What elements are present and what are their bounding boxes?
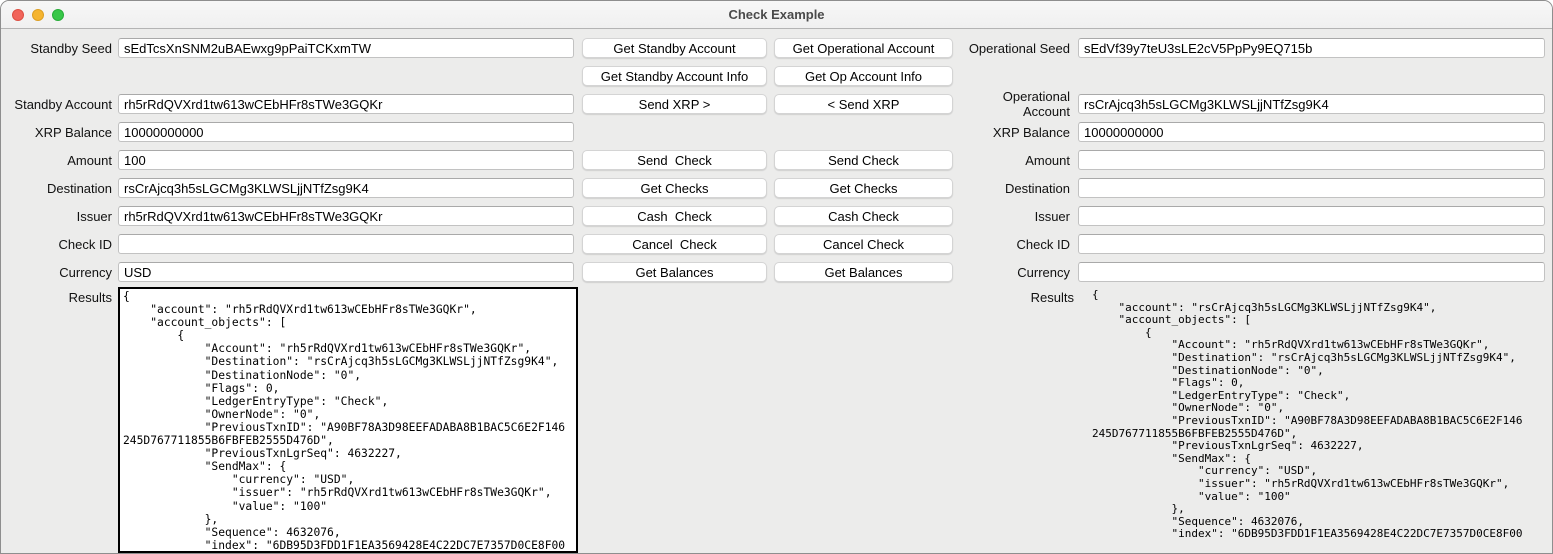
get-operational-account-button[interactable]: Get Operational Account: [774, 38, 953, 58]
title-bar[interactable]: Check Example: [1, 1, 1552, 29]
op-cash-check-button[interactable]: Cash Check: [774, 206, 953, 226]
row-check-id: Check ID Cancel Check Cancel Check Check…: [7, 234, 1545, 254]
standby-currency-label: Currency: [59, 264, 112, 280]
standby-check-id-input[interactable]: [118, 234, 574, 254]
get-op-account-info-button[interactable]: Get Op Account Info: [774, 66, 953, 86]
operational-amount-input[interactable]: [1078, 150, 1545, 170]
standby-amount-label: Amount: [67, 152, 112, 168]
standby-issuer-input[interactable]: [118, 206, 574, 226]
standby-cash-check-button[interactable]: Cash Check: [582, 206, 767, 226]
standby-get-balances-button[interactable]: Get Balances: [582, 262, 767, 282]
get-standby-account-button[interactable]: Get Standby Account: [582, 38, 767, 58]
operational-destination-label: Destination: [1004, 180, 1070, 196]
standby-seed-input[interactable]: [118, 38, 574, 58]
op-send-check-button[interactable]: Send Check: [774, 150, 953, 170]
traffic-lights: [12, 8, 64, 21]
operational-seed-input[interactable]: [1078, 38, 1545, 58]
standby-get-checks-button[interactable]: Get Checks: [582, 178, 767, 198]
standby-currency-input[interactable]: [118, 262, 574, 282]
standby-results-text[interactable]: { "account": "rh5rRdQVXrd1tw613wCEbHFr8s…: [118, 287, 578, 553]
operational-results-label: Results: [1030, 290, 1074, 305]
send-xrp-to-standby-button[interactable]: < Send XRP: [774, 94, 953, 114]
send-xrp-to-op-button[interactable]: Send XRP >: [582, 94, 767, 114]
zoom-button[interactable]: [52, 8, 64, 21]
standby-amount-input[interactable]: [118, 150, 574, 170]
row-account-info: Get Standby Account Info Get Op Account …: [7, 66, 1545, 86]
row-destination: Destination Get Checks Get Checks Destin…: [7, 178, 1545, 198]
standby-account-label: Standby Account: [14, 96, 112, 112]
standby-check-id-label: Check ID: [58, 236, 112, 252]
form-content: Standby Seed Get Standby Account Get Ope…: [1, 29, 1552, 553]
operational-seed-label: Operational Seed: [968, 40, 1070, 56]
operational-account-input[interactable]: [1078, 94, 1545, 114]
standby-issuer-label: Issuer: [76, 208, 112, 224]
window-title: Check Example: [728, 7, 825, 22]
row-amount: Amount Send Check Send Check Amount: [7, 150, 1545, 170]
standby-xrp-balance-input[interactable]: [118, 122, 574, 142]
standby-destination-label: Destination: [46, 180, 112, 196]
operational-destination-input[interactable]: [1078, 178, 1545, 198]
row-account: Standby Account Send XRP > < Send XRP Op…: [7, 89, 1545, 119]
standby-destination-input[interactable]: [118, 178, 574, 198]
standby-cancel-check-button[interactable]: Cancel Check: [582, 234, 767, 254]
standby-results-label: Results: [68, 290, 112, 305]
operational-xrp-balance-label: XRP Balance: [992, 124, 1070, 140]
row-balance: XRP Balance XRP Balance: [7, 122, 1545, 142]
operational-currency-label: Currency: [1017, 264, 1070, 280]
standby-seed-label: Standby Seed: [30, 40, 112, 56]
row-seed: Standby Seed Get Standby Account Get Ope…: [7, 38, 1545, 58]
operational-xrp-balance-input[interactable]: [1078, 122, 1545, 142]
operational-currency-input[interactable]: [1078, 262, 1545, 282]
standby-account-input[interactable]: [118, 94, 574, 114]
standby-send-check-button[interactable]: Send Check: [582, 150, 767, 170]
row-results: Results { "account": "rh5rRdQVXrd1tw613w…: [7, 287, 1545, 553]
operational-results-text[interactable]: { "account": "rsCrAjcq3h5sLGCMg3KLWSLjjN…: [1092, 288, 1523, 541]
operational-amount-label: Amount: [1025, 152, 1070, 168]
op-get-balances-button[interactable]: Get Balances: [774, 262, 953, 282]
operational-check-id-label: Check ID: [1016, 236, 1070, 252]
standby-xrp-balance-label: XRP Balance: [34, 124, 112, 140]
get-standby-account-info-button[interactable]: Get Standby Account Info: [582, 66, 767, 86]
operational-check-id-input[interactable]: [1078, 234, 1545, 254]
operational-account-label: Operational Account: [1002, 89, 1070, 119]
operational-issuer-label: Issuer: [1034, 208, 1070, 224]
op-cancel-check-button[interactable]: Cancel Check: [774, 234, 953, 254]
op-get-checks-button[interactable]: Get Checks: [774, 178, 953, 198]
minimize-button[interactable]: [32, 8, 44, 21]
operational-issuer-input[interactable]: [1078, 206, 1545, 226]
close-button[interactable]: [12, 8, 24, 21]
row-currency: Currency Get Balances Get Balances Curre…: [7, 262, 1545, 282]
row-issuer: Issuer Cash Check Cash Check Issuer: [7, 206, 1545, 226]
